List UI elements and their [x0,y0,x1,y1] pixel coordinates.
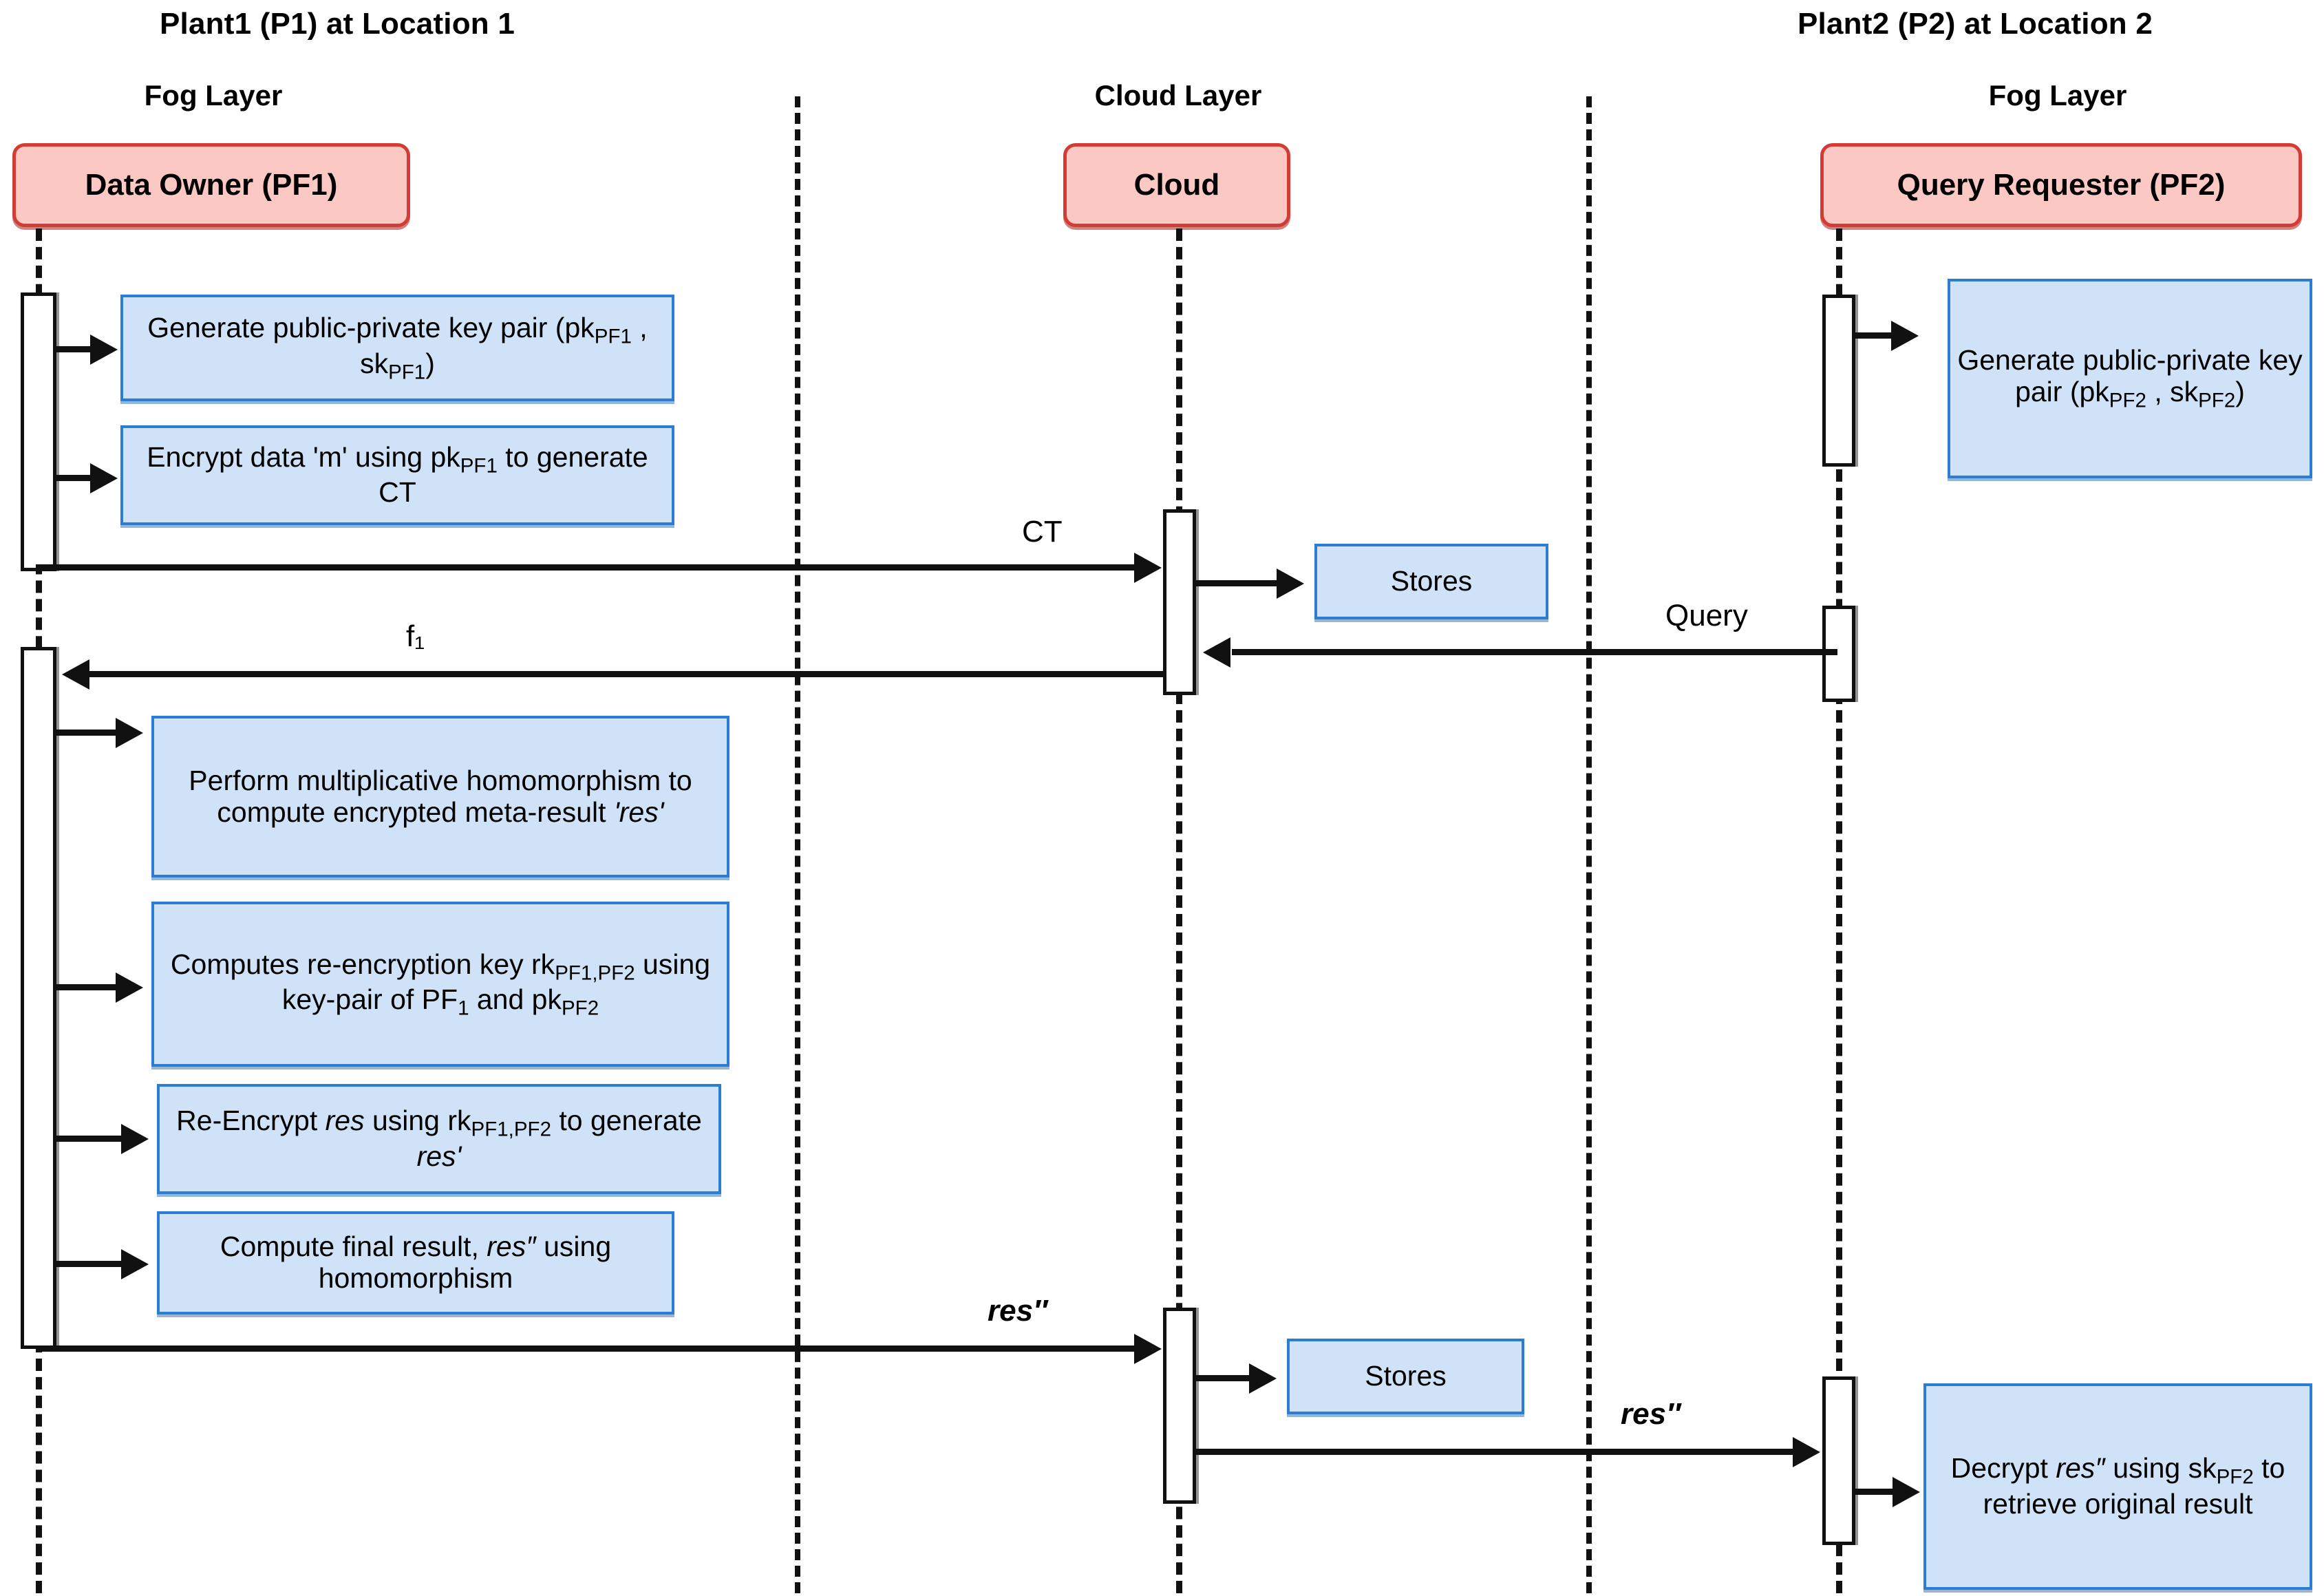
arrowhead-to-decrypt-res [1893,1477,1920,1507]
activation-cloud-1 [1163,509,1196,695]
action-box-re-encrypt-res-text: Re-Encrypt res using rkPF1,PF2 to genera… [176,1105,702,1172]
action-box-compute-final-result-text: Compute final result, res″ using homomor… [220,1231,612,1294]
action-box-generate-key-pf2-text: Generate public-private key pair (pkPF2 … [1957,344,2303,412]
message-label-ct: CT [1022,515,1063,549]
message-label-res-to-cloud: res″ [988,1294,1048,1328]
layer-label-left: Fog Layer [144,79,283,111]
arrowhead-to-encrypt-data [90,463,118,493]
action-box-decrypt-res-text: Decrypt res″ using skPF2 to retrieve ori… [1950,1452,2285,1520]
action-box-stores-ct-text: Stores [1390,565,1473,597]
activation-data-owner-2 [21,647,56,1349]
arrowhead-to-compute-final-result [121,1249,149,1279]
title-plant1: Plant1 (P1) at Location 1 [160,7,515,41]
layer-label-right: Fog Layer [1988,79,2127,111]
arrow-to-compute-reencryption-key [56,984,120,990]
arrow-res-to-pf2 [1196,1449,1795,1455]
arrowhead-res-to-pf2 [1793,1437,1820,1467]
action-box-stores-res-text: Stores [1365,1360,1447,1392]
action-box-encrypt-data[interactable]: Encrypt data 'm' using pkPF1 to generate… [120,425,674,525]
layer-label-cloud: Cloud Layer [1094,79,1262,111]
arrowhead-to-generate-key-pf2 [1891,321,1919,351]
arrow-res-to-cloud [36,1345,1137,1352]
arrowhead-cloud-to-stores-res [1249,1363,1277,1394]
message-label-f1: f₁ [406,619,425,653]
message-label-query: Query [1665,599,1748,632]
arrow-to-re-encrypt-res [56,1136,125,1142]
action-box-multiplicative-homomorphism[interactable]: Perform multiplicative homomorphism to c… [151,716,729,877]
actor-data-owner-label: Data Owner (PF1) [85,168,338,202]
arrow-cloud-to-stores-ct [1196,580,1279,586]
activation-query-requester-3 [1822,1376,1855,1545]
arrow-ct [36,564,1137,571]
lifeline-cloud [1176,228,1182,1593]
arrow-to-compute-final-result [56,1261,125,1267]
arrowhead-to-re-encrypt-res [121,1124,149,1154]
arrowhead-cloud-to-stores-ct [1277,568,1304,599]
arrowhead-to-compute-reencryption-key [116,972,143,1003]
arrow-f1 [89,671,1163,677]
arrow-query [1232,649,1837,655]
lifeline-query-requester [1836,228,1842,1593]
action-box-generate-key-pf1-text: Generate public-private key pair (pkPF1 … [147,312,648,383]
action-box-compute-final-result[interactable]: Compute final result, res″ using homomor… [157,1211,674,1315]
action-box-decrypt-res[interactable]: Decrypt res″ using skPF2 to retrieve ori… [1923,1383,2312,1590]
action-box-compute-reencryption-key[interactable]: Computes re-encryption key rkPF1,PF2 usi… [151,902,729,1067]
action-box-encrypt-data-text: Encrypt data 'm' using pkPF1 to generate… [147,440,648,509]
arrowhead-res-to-cloud [1134,1334,1162,1364]
message-label-res-to-pf2: res″ [1621,1397,1681,1431]
arrowhead-query [1203,637,1230,668]
arrowhead-ct [1134,553,1162,583]
activation-data-owner-1 [21,292,56,571]
activation-cloud-2 [1163,1308,1196,1504]
action-box-generate-key-pf1[interactable]: Generate public-private key pair (pkPF1 … [120,295,674,401]
actor-query-requester-label: Query Requester (PF2) [1897,168,2226,202]
actor-data-owner[interactable]: Data Owner (PF1) [12,143,410,227]
action-box-stores-res[interactable]: Stores [1287,1339,1524,1414]
column-separator-2 [1586,96,1592,1593]
actor-query-requester[interactable]: Query Requester (PF2) [1820,143,2302,227]
actor-cloud[interactable]: Cloud [1063,143,1290,227]
arrow-to-generate-key-pf2 [1855,332,1895,339]
arrowhead-to-multiplicative-homomorphism [116,718,143,748]
action-box-compute-reencryption-key-text: Computes re-encryption key rkPF1,PF2 usi… [170,948,711,1020]
action-box-generate-key-pf2[interactable]: Generate public-private key pair (pkPF2 … [1948,279,2312,478]
title-plant2: Plant2 (P2) at Location 2 [1798,7,2153,41]
activation-query-requester-1 [1822,295,1855,467]
action-box-re-encrypt-res[interactable]: Re-Encrypt res using rkPF1,PF2 to genera… [157,1084,721,1194]
arrow-to-multiplicative-homomorphism [56,730,120,736]
arrowhead-f1 [62,659,89,690]
column-separator-1 [795,96,800,1593]
action-box-multiplicative-homomorphism-text: Perform multiplicative homomorphism to c… [189,764,692,828]
action-box-stores-ct[interactable]: Stores [1314,544,1548,619]
actor-cloud-label: Cloud [1133,168,1220,202]
arrow-to-decrypt-res [1855,1489,1895,1495]
arrow-to-generate-key-pf1 [56,346,94,352]
arrow-to-encrypt-data [56,475,94,481]
arrow-cloud-to-stores-res [1196,1375,1251,1381]
arrowhead-to-generate-key-pf1 [90,334,118,365]
